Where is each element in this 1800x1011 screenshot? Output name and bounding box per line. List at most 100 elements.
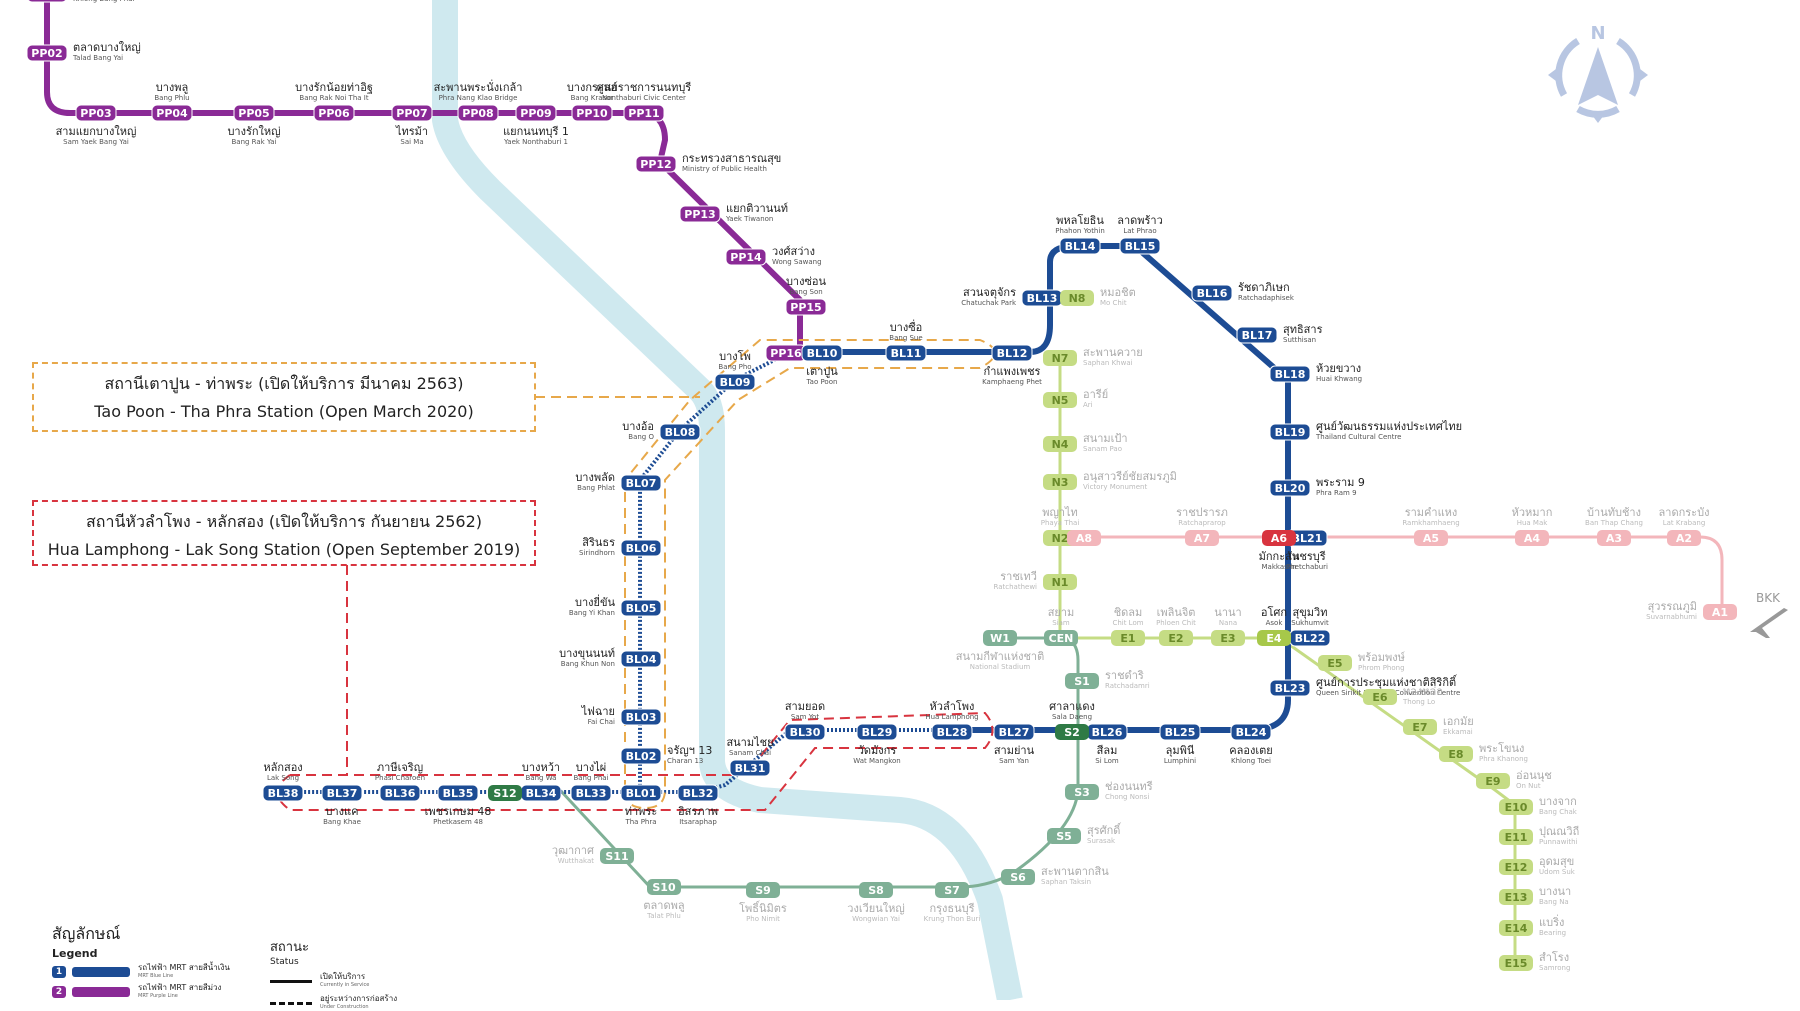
- station-badge[interactable]: [1067, 530, 1101, 546]
- station-badge[interactable]: [1159, 723, 1201, 741]
- station-badge[interactable]: [746, 882, 780, 898]
- station-badge[interactable]: [1597, 530, 1631, 546]
- station-badge[interactable]: [725, 248, 767, 266]
- station-badge[interactable]: [26, 44, 68, 62]
- station-badge[interactable]: [1211, 630, 1245, 646]
- station-badge[interactable]: [1047, 828, 1081, 844]
- station-badge[interactable]: [1044, 630, 1078, 646]
- station-badge[interactable]: [1159, 630, 1193, 646]
- station-badge[interactable]: [1111, 630, 1145, 646]
- station-badge[interactable]: [391, 104, 433, 122]
- station-badge[interactable]: [647, 879, 681, 895]
- station-badge[interactable]: [729, 759, 771, 777]
- station-badge[interactable]: [571, 104, 613, 122]
- station-badge[interactable]: [1055, 724, 1089, 740]
- station-badge[interactable]: [1230, 723, 1272, 741]
- station-badge[interactable]: [620, 784, 662, 802]
- station-badge[interactable]: [1065, 673, 1099, 689]
- station-badge[interactable]: [1059, 237, 1101, 255]
- station-badge[interactable]: [1060, 290, 1094, 306]
- station-badge[interactable]: [784, 723, 826, 741]
- station-badge[interactable]: [931, 723, 973, 741]
- station-badge[interactable]: [1043, 574, 1077, 590]
- station-badge[interactable]: [885, 344, 927, 362]
- station-badge[interactable]: [321, 784, 363, 802]
- station-badge[interactable]: [785, 298, 827, 316]
- station-badge[interactable]: [1269, 423, 1311, 441]
- station-badge[interactable]: [1403, 719, 1437, 735]
- station-badge[interactable]: [515, 104, 557, 122]
- station-badge[interactable]: [679, 205, 721, 223]
- station-pp16[interactable]: PP16: [765, 344, 807, 362]
- station-s12[interactable]: S12: [488, 785, 522, 801]
- station-badge[interactable]: [935, 882, 969, 898]
- station-pp01[interactable]: PP01Khlong Bang Phai: [27, 0, 135, 3]
- station-badge[interactable]: [1236, 326, 1278, 344]
- station-badge[interactable]: [620, 747, 662, 765]
- station-badge[interactable]: [620, 599, 662, 617]
- station-badge[interactable]: [1439, 746, 1473, 762]
- station-a1[interactable]: A1สุวรรณภูมิSuvarnabhumi: [1646, 600, 1737, 621]
- station-badge[interactable]: [1043, 474, 1077, 490]
- station-badge[interactable]: [677, 784, 719, 802]
- station-badge[interactable]: [620, 650, 662, 668]
- station-badge[interactable]: [600, 848, 634, 864]
- station-badge[interactable]: [620, 474, 662, 492]
- station-badge[interactable]: [856, 723, 898, 741]
- station-badge[interactable]: [1318, 655, 1352, 671]
- station-badge[interactable]: [457, 104, 499, 122]
- station-a8[interactable]: A8: [1067, 530, 1101, 546]
- station-badge[interactable]: [313, 104, 355, 122]
- station-badge[interactable]: [1191, 284, 1233, 302]
- station-badge[interactable]: [623, 104, 665, 122]
- station-badge[interactable]: [233, 104, 275, 122]
- station-badge[interactable]: [437, 784, 479, 802]
- station-badge[interactable]: [151, 104, 193, 122]
- station-badge[interactable]: [1476, 773, 1510, 789]
